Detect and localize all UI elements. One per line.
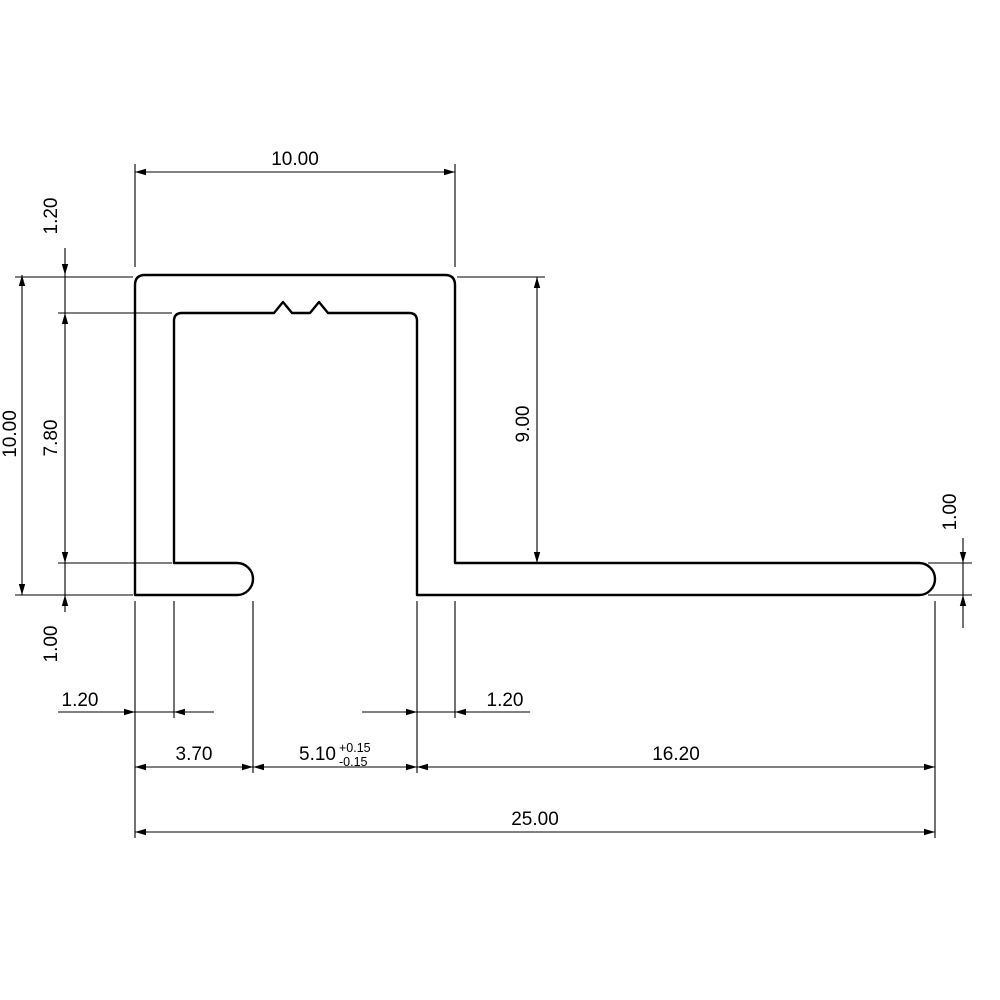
dim-label-right-wall-thickness: 1.20 (487, 690, 524, 711)
dim-label-base-length: 16.20 (652, 744, 700, 765)
dim-label-left-wall-thickness: 1.20 (62, 690, 99, 711)
arrowhead (18, 275, 26, 286)
dim-label-slot-tol-plus: +0.15 (339, 741, 371, 755)
arrowhead (533, 277, 541, 288)
arrowhead (242, 763, 253, 771)
arrowhead (406, 708, 417, 716)
dimension-lines (21, 171, 964, 833)
dim-label-slot-tol-minus: -0.15 (339, 755, 368, 769)
arrowhead (455, 708, 466, 716)
arrowhead (444, 168, 455, 176)
dim-label-overall-height: 10.00 (0, 410, 21, 458)
arrowhead (135, 828, 146, 836)
arrowhead (18, 584, 26, 595)
extension-lines (15, 164, 972, 838)
arrowhead (135, 763, 146, 771)
arrowhead (135, 168, 146, 176)
dimension-arrowheads (18, 168, 967, 836)
arrowhead (959, 595, 967, 606)
arrowhead (533, 552, 541, 563)
dim-label-foot-width: 3.70 (176, 744, 213, 765)
arrowhead (61, 313, 69, 324)
dimension-labels: 10.00 1.20 10.00 7.80 1.00 9.00 1.00 1.2… (0, 149, 961, 830)
dim-label-height-to-base: 9.00 (513, 406, 534, 443)
arrowhead (253, 763, 264, 771)
arrowhead (924, 763, 935, 771)
dim-label-top-wall-thickness: 1.20 (41, 198, 62, 235)
profile-contour-path (133, 273, 937, 597)
dim-label-overall-width: 25.00 (511, 809, 559, 830)
arrowhead (406, 763, 417, 771)
arrowhead (61, 264, 69, 275)
dim-label-base-thickness-left: 1.00 (41, 626, 62, 663)
dim-label-slot-width: 5.10 (299, 744, 336, 765)
dim-label-inner-height: 7.80 (41, 420, 62, 457)
dim-label-base-thickness-right: 1.00 (940, 494, 961, 531)
profile-outline (133, 273, 937, 597)
arrowhead (417, 763, 428, 771)
arrowhead (924, 828, 935, 836)
arrowhead (61, 552, 69, 563)
arrowhead (959, 552, 967, 563)
arrowhead (61, 595, 69, 606)
arrowhead (174, 708, 185, 716)
dim-label-top-width: 10.00 (271, 149, 319, 170)
arrowhead (124, 708, 135, 716)
